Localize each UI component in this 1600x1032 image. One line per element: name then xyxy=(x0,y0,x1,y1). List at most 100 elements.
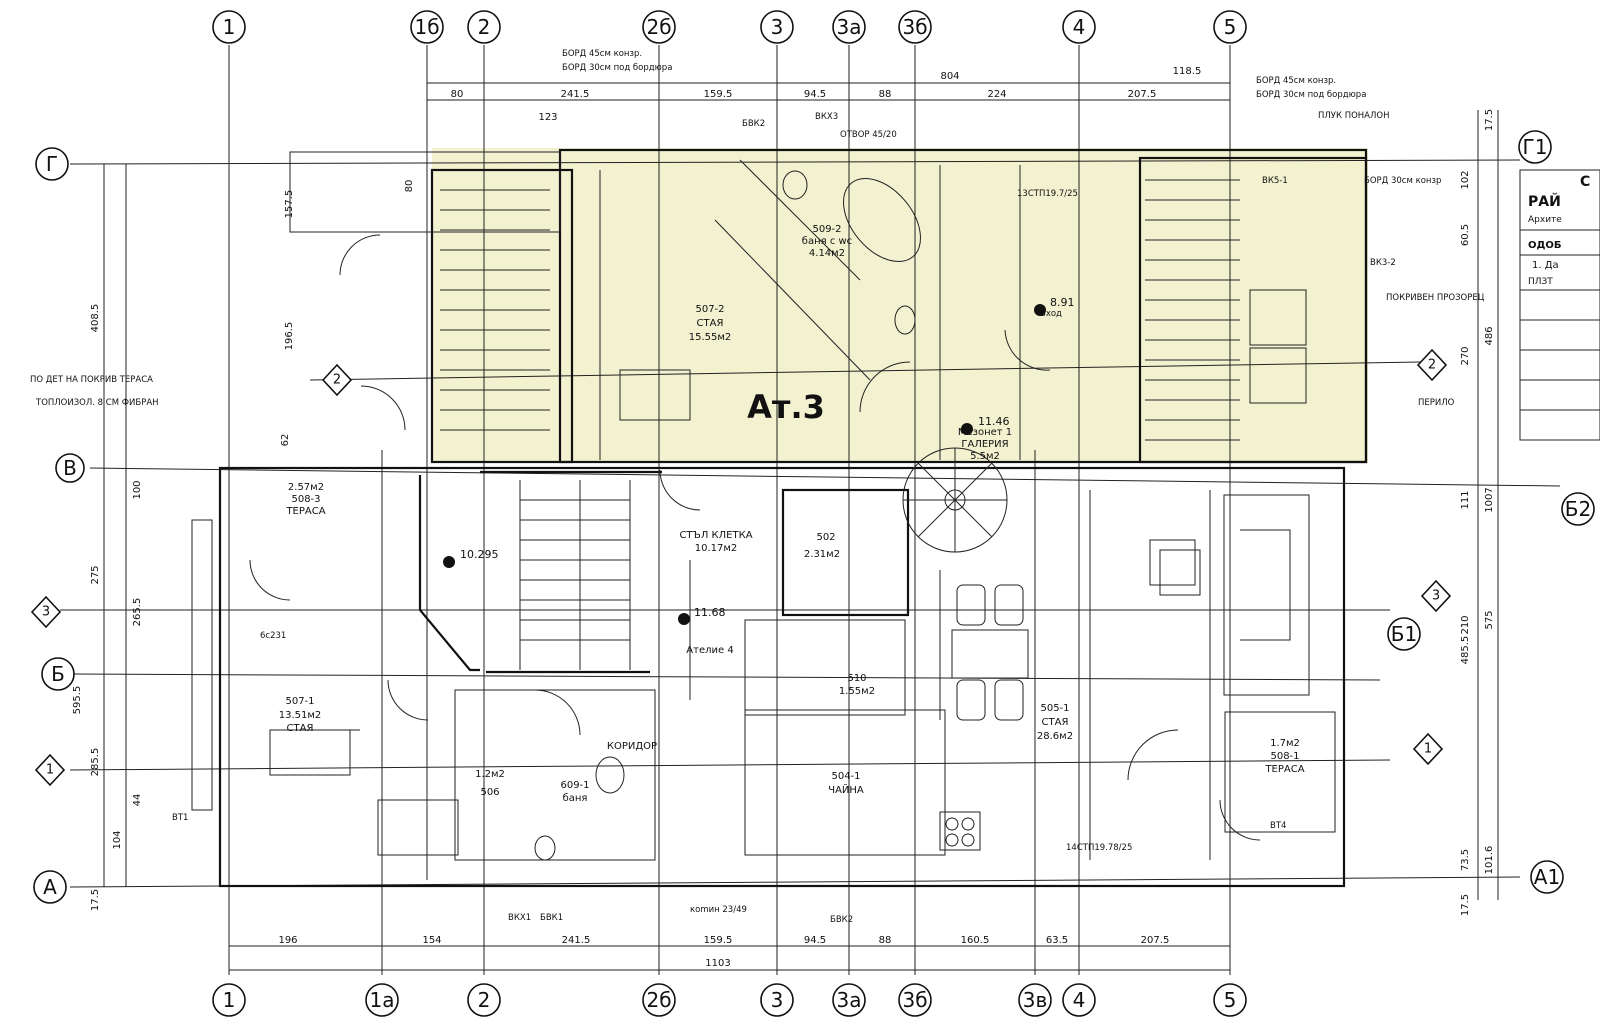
svg-text:2.57м2: 2.57м2 xyxy=(288,482,324,493)
section-mark: 2 xyxy=(1416,348,1448,382)
svg-text:ТЕРАСА: ТЕРАСА xyxy=(285,506,325,517)
note: ПОКРИВЕН ПРОЗОРЕЦ xyxy=(1386,293,1485,303)
note: ПЕРИЛО xyxy=(1418,398,1455,408)
section-mark: 2 xyxy=(321,363,353,397)
axis-bubble: 2б xyxy=(642,983,676,1017)
dimension-lines xyxy=(103,82,1499,971)
dim-text: 210 xyxy=(1460,615,1471,634)
svg-text:510: 510 xyxy=(847,673,866,684)
svg-text:3б: 3б xyxy=(902,988,927,1012)
note: ВКХ1 xyxy=(508,913,531,923)
axis-bubble: Г1 xyxy=(1518,130,1552,164)
axis-bubble: 2 xyxy=(467,10,501,44)
room-label: 510 1.55м2 xyxy=(839,673,875,697)
svg-text:11.68: 11.68 xyxy=(694,606,726,619)
axis-bubble: 3 xyxy=(760,983,794,1017)
note: ПЛУК ПОНАЛОН xyxy=(1318,111,1389,121)
svg-text:1.2м2: 1.2м2 xyxy=(475,769,505,780)
axis-bubble: Б1 xyxy=(1387,617,1421,651)
svg-text:2б: 2б xyxy=(646,988,671,1012)
fixtures xyxy=(534,170,1291,861)
room-label: 504-1 ЧАЙНА xyxy=(828,771,864,796)
svg-text:2: 2 xyxy=(478,988,491,1012)
note: БВК1 xyxy=(540,913,563,923)
dim-text: 157.5 xyxy=(284,190,295,219)
section-mark: 3 xyxy=(1420,579,1452,613)
svg-text:А1: А1 xyxy=(1534,865,1560,889)
svg-text:1: 1 xyxy=(1424,742,1432,757)
axis-bubble: 4 xyxy=(1062,983,1096,1017)
svg-text:ГАЛЕРИЯ: ГАЛЕРИЯ xyxy=(961,439,1008,450)
svg-text:13.51м2: 13.51м2 xyxy=(279,710,322,721)
svg-text:Ателие 4: Ателие 4 xyxy=(686,645,733,656)
dim-text: 62 xyxy=(280,434,291,447)
dim-text: 575 xyxy=(1484,610,1495,629)
dim-text: 17.5 xyxy=(1484,109,1495,131)
building-walls xyxy=(191,148,1368,888)
svg-text:4: 4 xyxy=(1073,15,1086,39)
axis-bubble: 1 xyxy=(212,10,246,44)
note: БВК2 xyxy=(742,119,765,129)
svg-text:1: 1 xyxy=(46,763,54,778)
level-mark: 10.295 xyxy=(443,548,499,568)
dim-text: 241.5 xyxy=(561,89,590,100)
stamp-line: РАЙ xyxy=(1528,193,1561,210)
note: ВКХ3 xyxy=(815,112,838,122)
section-mark: 1 xyxy=(34,753,66,787)
dim-text: 804 xyxy=(940,71,959,82)
dim-text: 159.5 xyxy=(704,935,733,946)
dim-text: 224 xyxy=(987,89,1006,100)
dim-text: 1103 xyxy=(705,958,730,969)
dim-text: 101.6 xyxy=(1484,846,1495,875)
axis-bubble: 3в xyxy=(1018,983,1052,1017)
svg-text:1: 1 xyxy=(223,988,236,1012)
dim-text: 100 xyxy=(132,480,143,499)
dim-text: 241.5 xyxy=(562,935,591,946)
svg-text:1: 1 xyxy=(223,15,236,39)
axes-top: 1 1б 2 2б 3 3а 3б 4 5 xyxy=(212,10,1247,44)
apartment-label: Ат.3 xyxy=(747,388,825,426)
svg-text:11.46: 11.46 xyxy=(978,415,1010,428)
svg-text:2: 2 xyxy=(478,15,491,39)
stamp-line: ПЛЗТ xyxy=(1528,277,1553,287)
room-label: 1.2м2 506 xyxy=(475,769,505,798)
svg-text:3: 3 xyxy=(771,988,784,1012)
level-marks: 8.91 11.46 10.295 11.68 xyxy=(443,296,1075,625)
spiral-stair xyxy=(902,447,1008,553)
svg-text:3а: 3а xyxy=(837,15,862,39)
axis-bubble: 3б xyxy=(898,983,932,1017)
dims-left: 408.5 275 265.5 595.5 285.5 100 104 17.5… xyxy=(72,180,415,912)
dim-text: 73.5 xyxy=(1460,849,1471,871)
svg-text:5: 5 xyxy=(1224,988,1237,1012)
svg-text:28.6м2: 28.6м2 xyxy=(1037,731,1073,742)
axes-bottom: 1 1а 2 2б 3 3а 3б 3в 4 5 xyxy=(212,983,1247,1017)
room-labels: 507-2 СТАЯ 15.55м2 509-2 баня с wc 4.14м… xyxy=(279,224,1305,804)
note: ВК5-1 xyxy=(1262,176,1288,186)
dim-text: 207.5 xyxy=(1128,89,1157,100)
title-stamp: С РАЙ Архите ОДОБ 1. Да ПЛЗТ xyxy=(1519,169,1600,441)
axis-bubble: 3 xyxy=(760,10,794,44)
dim-text: 486 xyxy=(1484,326,1495,345)
axis-bubble: 3а xyxy=(832,10,866,44)
stair-hatching-left xyxy=(440,189,550,431)
axis-bubble: 3а xyxy=(832,983,866,1017)
room-label: 507-2 СТАЯ 15.55м2 xyxy=(689,304,732,343)
dim-text: 63.5 xyxy=(1046,935,1068,946)
svg-text:508-1: 508-1 xyxy=(1270,751,1299,762)
note: 6с231 xyxy=(260,631,286,641)
svg-text:3: 3 xyxy=(771,15,784,39)
svg-text:2: 2 xyxy=(1428,358,1436,373)
dim-text: 285.5 xyxy=(90,748,101,777)
room-label: 2.57м2 508-3 ТЕРАСА xyxy=(285,482,325,517)
dim-text: 123 xyxy=(538,112,557,123)
dim-text: 17.5 xyxy=(90,889,101,911)
note: БОРД 45см конзр. xyxy=(562,49,642,59)
dim-text: 104 xyxy=(112,830,123,849)
dim-text: 196.5 xyxy=(284,322,295,351)
svg-text:баня: баня xyxy=(563,793,588,804)
svg-text:1.55м2: 1.55м2 xyxy=(839,686,875,697)
dim-text: 60.5 xyxy=(1460,224,1471,246)
dim-text: 485.5 xyxy=(1460,636,1471,665)
svg-text:Мезонет 1: Мезонет 1 xyxy=(958,427,1012,438)
svg-text:5.5м2: 5.5м2 xyxy=(970,451,1000,462)
